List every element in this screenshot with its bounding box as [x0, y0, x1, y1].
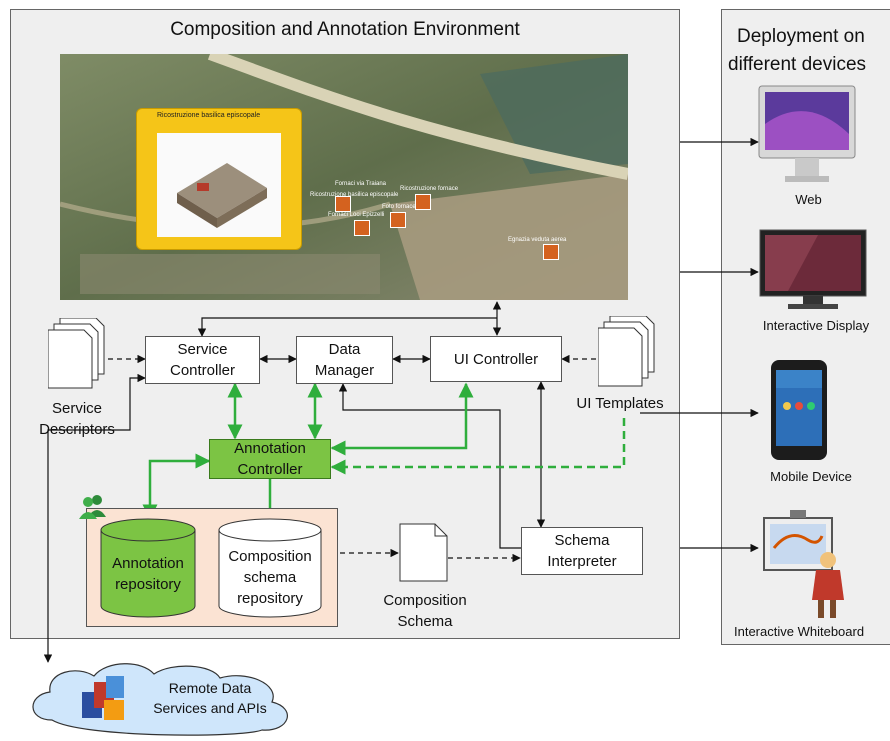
map-poi-label-3: Ricostruzione fornace: [400, 186, 459, 192]
map-marker-5[interactable]: [543, 244, 559, 260]
remote-services-label: Remote Data Services and APIs: [153, 680, 267, 716]
imac-monitor-icon: [757, 84, 857, 186]
flat-tv-icon: [758, 228, 868, 312]
device-label-display: Interactive Display: [762, 318, 870, 333]
arrow-remote-service: [43, 373, 146, 663]
users-icon: [79, 493, 107, 519]
device-label-mobile: Mobile Device: [770, 469, 852, 484]
map-poi-label-4: Foto fornace: [382, 204, 416, 210]
map-poi-label-5: Fornaci Loci Epizzelli: [328, 212, 385, 218]
map-popup-image: [157, 133, 281, 237]
map-marker-1[interactable]: [335, 196, 351, 212]
green-annotation-repo: [142, 453, 211, 520]
device-label-web: Web: [795, 192, 822, 207]
composition-repository-cylinder[interactable]: Composition schema repository: [218, 518, 322, 618]
annotation-repository-label: Annotation repository: [112, 555, 184, 593]
schema-interpreter-box[interactable]: Schema Interpreter: [521, 527, 643, 575]
map-popup[interactable]: Ricostruzione basilica episcopale: [136, 108, 302, 250]
ui-controller-box[interactable]: UI Controller: [430, 336, 562, 382]
map-marker-4[interactable]: [354, 220, 370, 236]
arrow-ui-to-service: [197, 317, 497, 337]
green-templates-annotation: [330, 418, 626, 475]
composition-repository-label: Composition schema repository: [228, 548, 312, 607]
ui-templates-document-icon: [597, 315, 658, 388]
whiteboard-teacher-icon: [760, 508, 852, 620]
data-manager-box[interactable]: Data Manager: [296, 336, 393, 384]
service-descriptors-document-icon: [47, 317, 108, 390]
map-marker-3[interactable]: [390, 212, 406, 228]
deployment-title-line1: Deployment on: [737, 26, 865, 47]
smartphone-icon: [763, 358, 835, 462]
map-poi-label-6: Egnazia veduta aerea: [508, 237, 567, 243]
green-ui-annotation: [330, 382, 474, 456]
map-screenshot: Ricostruzione basilica episcopale Fornac…: [60, 54, 628, 300]
map-popup-title: Ricostruzione basilica episcopale: [157, 112, 261, 119]
composition-schema-document-icon: [399, 523, 449, 583]
deployment-title-line2: different devices: [728, 54, 867, 75]
aerial-map-image: [60, 54, 628, 300]
composition-environment-title: Composition and Annotation Environment: [170, 19, 520, 40]
service-descriptors-label: Service Descriptors: [39, 400, 115, 438]
map-poi-label-2: Ricostruzione basilica episcopale: [310, 192, 399, 198]
map-marker-2[interactable]: [415, 194, 431, 210]
media-apps-icon: [74, 672, 130, 728]
annotation-repository-cylinder[interactable]: Annotation repository: [100, 518, 196, 618]
ui-templates-label: UI Templates: [576, 395, 664, 412]
service-controller-box[interactable]: Service Controller: [145, 336, 260, 384]
composition-schema-label: Composition Schema: [383, 592, 467, 630]
map-poi-label-1: Fornaci via Traiana: [335, 181, 387, 187]
remote-services-cloud: Remote Data Services and APIs: [22, 660, 300, 736]
device-label-whiteboard: Interactive Whiteboard: [734, 624, 865, 639]
annotation-controller-box[interactable]: Annotation Controller: [209, 439, 331, 479]
